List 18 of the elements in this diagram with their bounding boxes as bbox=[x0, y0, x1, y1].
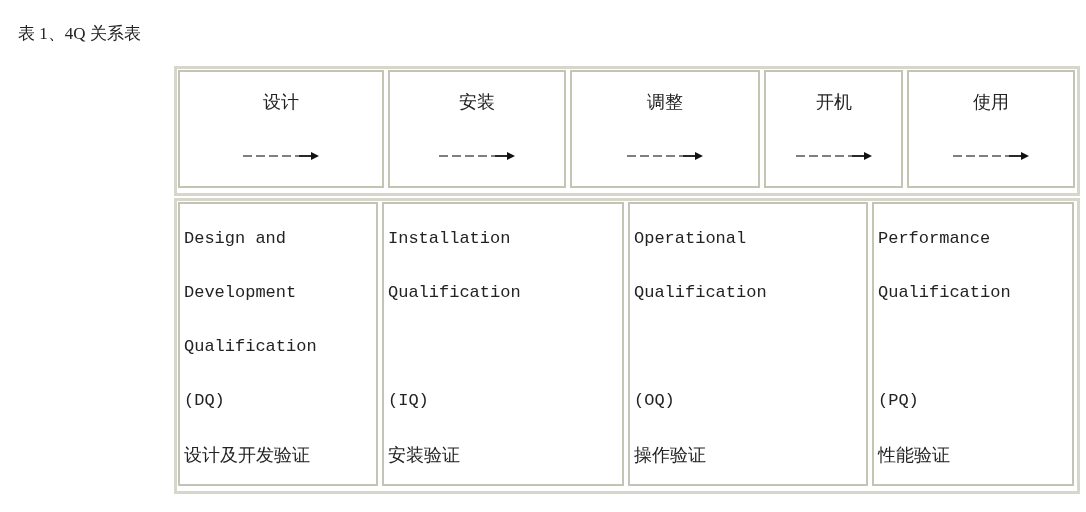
stage-label: 安装 bbox=[458, 91, 496, 114]
stage-label: 设计 bbox=[262, 91, 300, 114]
qualification-name: Performance Qualification bbox=[878, 228, 1012, 304]
table-title: 表 1、4Q 关系表 bbox=[18, 23, 141, 45]
chinese-term: 性能验证 bbox=[878, 443, 950, 467]
abbreviation: (OQ) bbox=[634, 390, 676, 412]
abbreviation: (PQ) bbox=[878, 390, 920, 412]
abbreviation: (DQ) bbox=[184, 390, 226, 412]
stage-label: 调整 bbox=[646, 91, 684, 114]
chinese-term: 设计及开发验证 bbox=[184, 443, 310, 467]
abbreviation: (IQ) bbox=[388, 390, 430, 412]
stage-label: 使用 bbox=[972, 91, 1010, 114]
qualification-name: Operational Qualification bbox=[634, 228, 768, 304]
qualification-name: Installation Qualification bbox=[388, 228, 522, 304]
qualification-name: Design and Development Qualification bbox=[184, 228, 318, 358]
chinese-term: 安装验证 bbox=[388, 443, 460, 467]
stage-label: 开机 bbox=[814, 91, 853, 114]
chinese-term: 操作验证 bbox=[634, 443, 706, 467]
